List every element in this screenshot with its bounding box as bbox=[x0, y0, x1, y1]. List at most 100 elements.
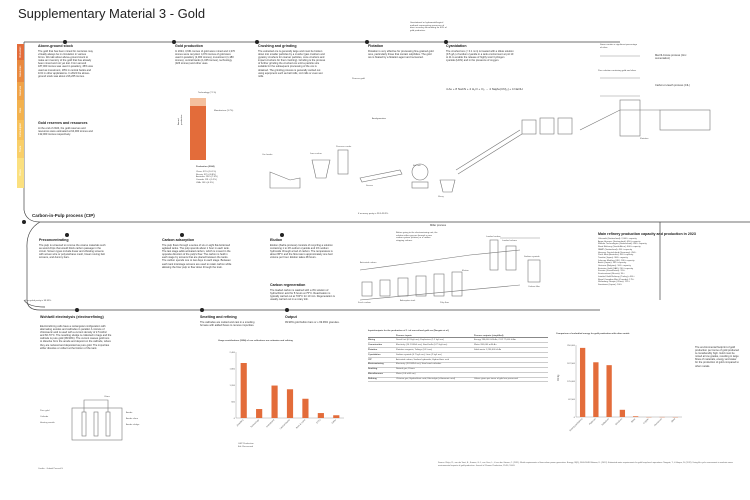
chart-bar bbox=[619, 409, 626, 417]
refining-note: Before going to the electrowinning unit,… bbox=[396, 232, 438, 243]
table-row: Cyanidation Sodium cyanide (0.7 kg/t ore)… bbox=[368, 353, 548, 358]
process-gold-label: Process gold bbox=[352, 78, 365, 80]
chart-legend-entry: GSP Production bbox=[238, 442, 254, 445]
chart-bar bbox=[606, 365, 612, 417]
above-ground-text: The gold that has been mined for centuri… bbox=[38, 50, 93, 78]
reserves-title: Gold reserves and resources bbox=[38, 121, 88, 125]
table-cell-inputs: Activated carbon; Sodium hydroxide; Hydr… bbox=[396, 358, 450, 361]
equipment-label: Screen bbox=[366, 185, 373, 187]
cyanidation-equation: 4 Au + 8 NaCN + 2 H₂O + O₂ → 4 Na[Au(CN)… bbox=[446, 87, 523, 91]
refinery-item: Johnson Matthey (UK): 180 t capacity bbox=[598, 259, 635, 262]
equipment-label: Ball mill bbox=[413, 165, 421, 167]
recycled-note: If recycled purity is 99.99% bbox=[25, 300, 52, 302]
production-list-item: USA: 158 t (4.3%) bbox=[196, 181, 214, 184]
table-cell-outputs bbox=[474, 373, 548, 376]
equipment-label: Jaw crusher bbox=[310, 153, 322, 155]
electro-label: Anode sludge bbox=[126, 424, 140, 426]
table-cell-inputs: Flotation reagents; Tailings (0.8 t ore) bbox=[396, 348, 433, 351]
production-bar-top bbox=[190, 98, 206, 106]
cip-recovery-note: If recovery purity is 99.5-99.9% bbox=[358, 213, 389, 215]
production-list-title: Production (2024) bbox=[196, 166, 215, 168]
chart-x-tick: Steel bbox=[670, 417, 676, 423]
equipment-label: Ore feeder bbox=[262, 154, 273, 156]
chart-bar bbox=[579, 347, 586, 417]
output-text: 99.99% gold bullion bars or ≥ 99.99% gra… bbox=[285, 321, 340, 324]
chart-bar bbox=[333, 415, 340, 418]
chart-bar bbox=[632, 416, 639, 417]
chart-x-tick: Silver bbox=[630, 417, 636, 423]
refinery-item: Royal Canadian Mint (Canada): 175 t bbox=[598, 278, 635, 281]
refinery-item: Perth Mint (Australia): 400 t capacity bbox=[598, 254, 634, 257]
node-adsorption bbox=[180, 233, 184, 237]
chart-legend-entry: EoL Recovered bbox=[238, 445, 254, 448]
table-cell-stage: Refining bbox=[368, 378, 377, 381]
chart-bar bbox=[286, 389, 294, 418]
chart-y-tick: 600 bbox=[231, 401, 235, 403]
node-preconc bbox=[65, 233, 69, 237]
node-output bbox=[285, 308, 289, 312]
electro-text: Electrorefining cells have a rectangular… bbox=[40, 325, 112, 350]
table-cell-inputs: Natural gas; Fluxes bbox=[396, 368, 415, 371]
chart-y-label: MJ/kg bbox=[557, 374, 560, 381]
chart-y-tick: 1,800 bbox=[230, 368, 236, 370]
cip-diagram-label: Sodium cyanide bbox=[524, 256, 540, 258]
pure-solution-note: Pure solution containing gold and silver bbox=[598, 70, 637, 72]
cip-diagram-label: Loaded column bbox=[502, 240, 517, 242]
table-cell-outputs bbox=[474, 368, 548, 371]
adsorption-text: The pulp flows through a series of six o… bbox=[162, 244, 232, 269]
electro-title: Wohlwill electrolysis (electrorefining) bbox=[40, 315, 104, 319]
preconc-title: Preconcentrating bbox=[39, 238, 69, 242]
regen-text: The loaded carbon is washed with a 3% so… bbox=[270, 289, 335, 302]
refinery-item: PAMP (Switzerland): 450 t capacity bbox=[598, 248, 633, 251]
table-cell-stage: Cyanidation bbox=[368, 353, 381, 356]
table-cell-stage: CIP bbox=[368, 358, 372, 361]
equipment-label: Pressure cooler bbox=[336, 146, 352, 148]
cip-diagram-label: Fresh carbon bbox=[358, 302, 371, 304]
refinery-item: Tanaka (Japan): 360 t capacity bbox=[598, 256, 628, 259]
table-cell-inputs: Sodium cyanide (0.7 kg/t ore); Lime (2 k… bbox=[396, 353, 442, 356]
production-bar bbox=[190, 98, 206, 160]
table-cell-inputs: Water (0.6 m3/t ore) bbox=[396, 373, 416, 376]
refinery-item: Istanbul Gold Refinery (Turkey): 400 t bbox=[598, 275, 635, 278]
refineries-title: Main refinery production capacity and pr… bbox=[598, 232, 696, 236]
equipment-label: Flotation bbox=[640, 138, 649, 140]
carbon-in-leach-label: Carbon-in-leach process (CIL) bbox=[655, 84, 690, 87]
table-cell-stage: Smelting bbox=[368, 368, 378, 371]
chart-x-tick: Copper bbox=[642, 417, 649, 424]
smelting-text: The cathodes are melted and cast in a sm… bbox=[200, 321, 255, 328]
table-cell-inputs: Electricity (14.1 kWh/t ore); Steel ball… bbox=[396, 343, 448, 346]
cip-diagram-label: Adsorption tank bbox=[400, 300, 416, 302]
refinery-item: Sumitomo (Japan): 100 t bbox=[598, 283, 622, 286]
node-crushing bbox=[255, 40, 259, 44]
above-ground-title: Above-ground stock bbox=[38, 44, 73, 48]
node-cyanidation bbox=[444, 40, 448, 44]
chart-bar bbox=[317, 413, 324, 418]
usage-chart-title: Usage contributions (2024) of use collec… bbox=[218, 340, 293, 342]
electro-label: Anode slime bbox=[126, 418, 139, 420]
io-table: Inputs/outputs for the production of 1 t… bbox=[368, 330, 548, 383]
reserves-text: At the end of 2024, the gold reserves an… bbox=[38, 127, 93, 137]
cip-diagram-label: Loaded carbon bbox=[486, 236, 501, 238]
chart-axis bbox=[575, 345, 682, 418]
production-list-item: Canada: 191 t (5.2%) bbox=[196, 179, 217, 182]
footprint-text: The environmental footprint of gold prod… bbox=[695, 346, 739, 368]
node-electro bbox=[75, 308, 79, 312]
production-text: In 2024, 3,661 tonnes of gold were mined… bbox=[175, 50, 235, 66]
node-smelting bbox=[200, 308, 204, 312]
refinery-item: Metalor Technologies (Switzerland): 650 … bbox=[598, 243, 647, 246]
refinery-item: Argor-Heraeus (Switzerland): 450 t capac… bbox=[598, 240, 641, 243]
table-cell-outputs: Water 260,000 m3/t Au bbox=[474, 343, 497, 346]
electro-label: Ohms bbox=[104, 396, 110, 398]
chart-x-tick: Aluminium bbox=[653, 417, 662, 426]
refinery-item: Asahi (Japan): 300 t capacity bbox=[598, 262, 627, 265]
cip-diagram-label: Pulp flow bbox=[440, 302, 449, 304]
output-title: Output bbox=[285, 315, 297, 319]
table-cell-inputs: Chlorine gas; Hydrochloric acid; Electro… bbox=[396, 378, 456, 381]
io-table-stage-header bbox=[368, 335, 396, 338]
credits: Credits: · Gabriel Pascoal S. bbox=[38, 468, 64, 470]
flotation-title: Flotation bbox=[368, 44, 384, 48]
chart-x-tick: Bars & coins bbox=[295, 418, 306, 429]
